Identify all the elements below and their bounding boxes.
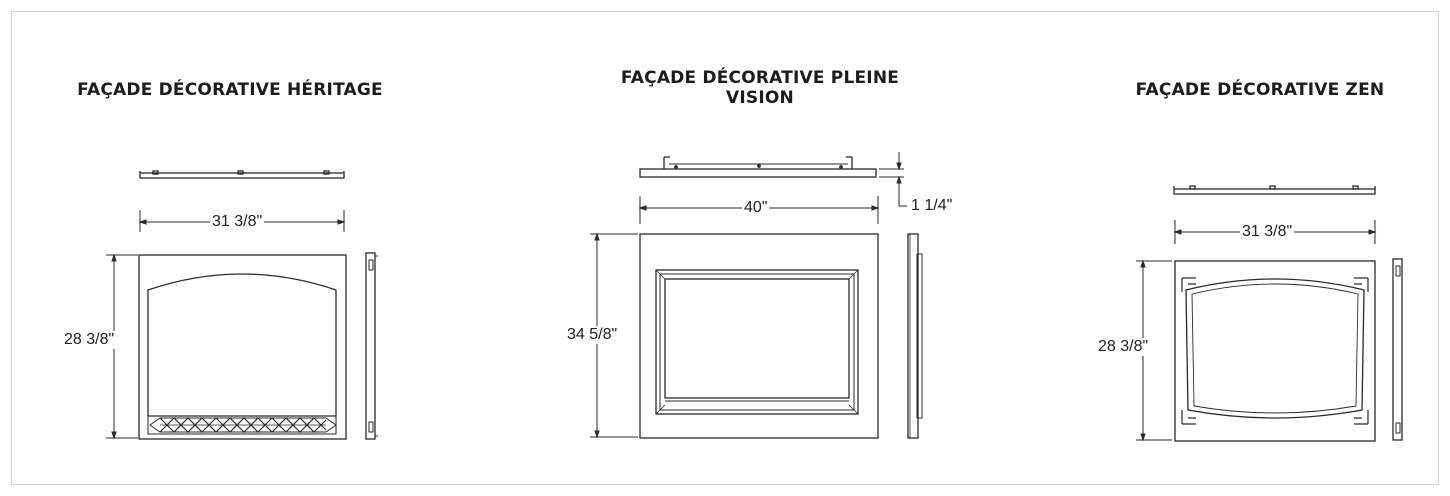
pleine-vision-top-view	[639, 156, 877, 178]
heritage-top-view	[139, 170, 345, 179]
zen-height-label: 28 3/8"	[1096, 338, 1151, 356]
zen-side-view	[1392, 258, 1403, 441]
pleine-vision-height-label: 34 5/8"	[565, 326, 620, 344]
diagram-frame	[11, 11, 1439, 485]
heritage-front-view	[138, 254, 347, 440]
pleine-vision-depth-label: 1 1/4"	[909, 197, 955, 215]
pleine-vision-width-label: 40"	[742, 199, 770, 217]
heritage-side-view	[365, 252, 378, 440]
pleine-vision-depth-dimension	[879, 152, 907, 207]
zen-top-view	[1173, 185, 1376, 195]
zen-width-label: 31 3/8"	[1240, 223, 1295, 241]
zen-front-view	[1174, 260, 1376, 442]
product-title-pleine-vision: FAÇADE DÉCORATIVE PLEINE VISION	[620, 68, 900, 108]
product-title-zen: FAÇADE DÉCORATIVE ZEN	[1135, 80, 1385, 100]
heritage-height-label: 28 3/8"	[62, 331, 117, 349]
pleine-vision-side-view	[907, 233, 923, 439]
product-title-heritage: FAÇADE DÉCORATIVE HÉRITAGE	[77, 80, 383, 100]
pleine-vision-front-view	[639, 233, 879, 439]
heritage-width-label: 31 3/8"	[210, 213, 265, 231]
